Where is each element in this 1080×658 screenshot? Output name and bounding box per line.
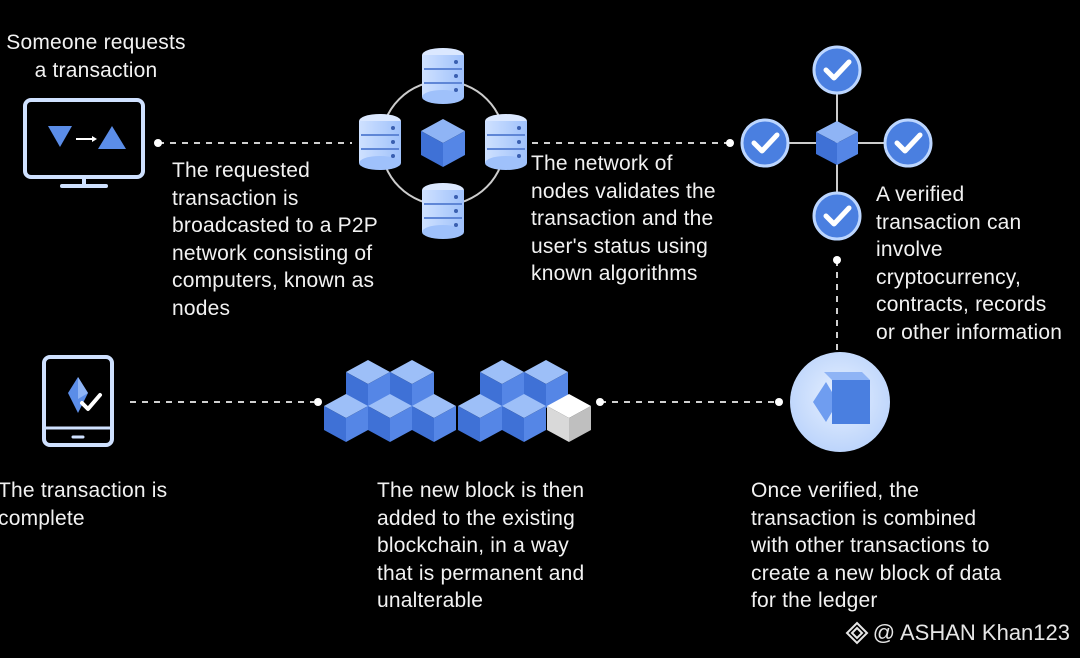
step-request-label: Someone requests a transaction (6, 31, 186, 82)
check-badge (812, 191, 862, 241)
connector-dots (154, 139, 841, 406)
step-add-block-label: The new block is then added to the exist… (377, 479, 585, 612)
watermark: @ ASHAN Khan123 (845, 620, 1070, 646)
connectors (130, 142, 838, 403)
chain-block (412, 394, 456, 442)
step-verified-label: A verified transaction can involve crypt… (876, 183, 1063, 344)
step-complete-label: The transaction is complete (0, 479, 168, 530)
step-combine-label: Once verified, the transaction is combin… (751, 479, 1002, 612)
chain-block (324, 394, 368, 442)
monitor-transfer-icon (23, 98, 145, 188)
diamond-logo-icon (845, 621, 869, 645)
server-node (485, 114, 527, 170)
chain-block (368, 394, 412, 442)
watermark-text: @ ASHAN Khan123 (872, 620, 1070, 645)
connector-dot (314, 398, 322, 406)
step-validate-label: The network of nodes validates the trans… (531, 152, 716, 285)
chain-block (458, 394, 502, 442)
server-node (359, 114, 401, 170)
check-badge (883, 118, 933, 168)
check-badge (740, 118, 790, 168)
connector-dot (775, 398, 783, 406)
connector-dot (596, 398, 604, 406)
new-chain-block (547, 394, 591, 442)
server-node-network-icon (359, 48, 527, 239)
server-node (422, 48, 464, 104)
connector-dot (154, 139, 162, 147)
center-cube-icon (816, 121, 858, 165)
check-badge (812, 45, 862, 95)
tablet-check-icon (42, 355, 114, 447)
step-broadcast-label: The requested transaction is broadcasted… (172, 159, 378, 320)
server-node (422, 183, 464, 239)
blockchain-cubes-icon (324, 360, 591, 442)
connector-dot (833, 256, 841, 264)
chain-block (502, 394, 546, 442)
center-cube-icon (421, 119, 465, 167)
connector-dot (726, 139, 734, 147)
checkmark-validation-icon (740, 45, 933, 241)
new-block-icon (790, 352, 890, 452)
